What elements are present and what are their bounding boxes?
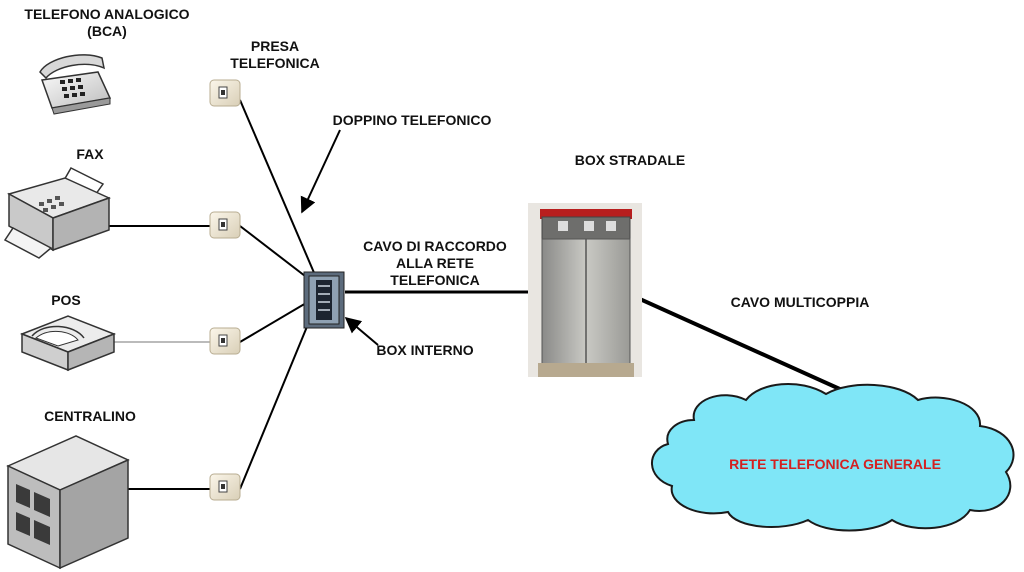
wall-socket-icon (209, 211, 241, 239)
telephone-icon (39, 54, 112, 115)
label-box-stradale: BOX STRADALE (574, 152, 686, 168)
label-cavo-multicoppia: CAVO MULTICOPPIA (730, 294, 870, 310)
label-fax: FAX (76, 146, 104, 162)
wall-socket-icon (209, 327, 241, 355)
doppino-arrow (300, 129, 341, 214)
label-centralino: CENTRALINO (44, 408, 136, 424)
label-cavo-raccordo: CAVO DI RACCORDO ALLA RETE TELEFONICA (340, 238, 530, 289)
box-interno-arrow (344, 316, 379, 346)
label-telefono-line2: (BCA) (87, 23, 127, 39)
cloud-network-icon (651, 383, 1015, 532)
label-presa-line1: PRESA (250, 38, 300, 54)
label-presa-telefonica: PRESA TELEFONICA (220, 38, 330, 72)
wall-socket-icon (209, 79, 241, 107)
street-cabinet-icon (528, 203, 642, 377)
fax-icon (3, 167, 111, 259)
label-doppino-telefonico: DOPPINO TELEFONICO (332, 112, 492, 128)
internal-box-icon (303, 271, 345, 329)
label-presa-line2: TELEFONICA (230, 55, 320, 71)
line-pbx-to-box (239, 299, 319, 490)
connection-lines (95, 99, 843, 490)
label-cavo-line1: CAVO DI RACCORDO (363, 238, 507, 254)
pbx-server-icon (6, 435, 130, 570)
label-rete-telefonica-generale: RETE TELEFONICA GENERALE (729, 456, 941, 472)
label-cavo-line3: TELEFONICA (390, 272, 480, 288)
label-box-interno: BOX INTERNO (376, 342, 474, 358)
pos-terminal-icon (19, 315, 117, 372)
label-telefono-line1: TELEFONO ANALOGICO (24, 6, 190, 22)
line-multicoppia (619, 288, 843, 392)
label-telefono-analogico: TELEFONO ANALOGICO (BCA) (2, 6, 212, 40)
wall-socket-icon (209, 473, 241, 501)
label-pos: POS (51, 292, 81, 308)
line-phone-to-box (239, 99, 319, 283)
label-cavo-line2: ALLA RETE (395, 255, 475, 271)
